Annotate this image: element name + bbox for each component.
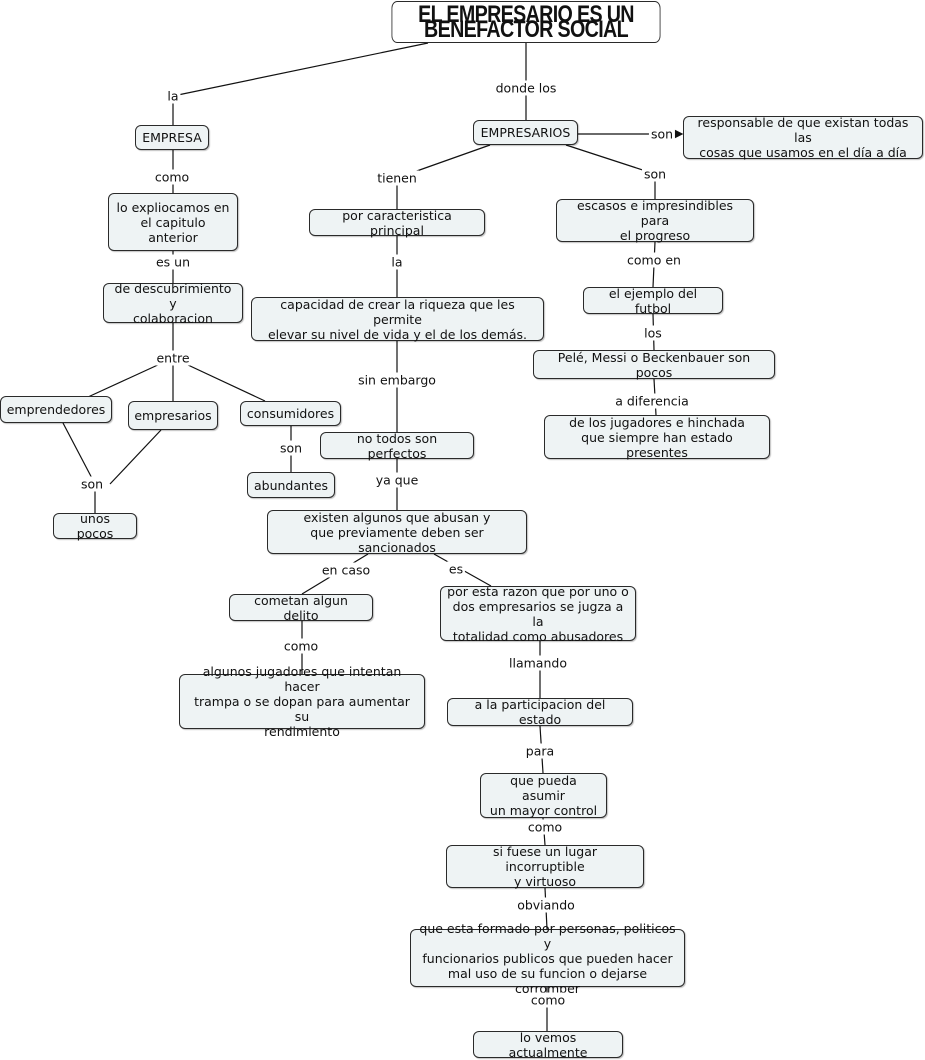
node-abundantes: abundantes	[247, 472, 335, 498]
link-line	[172, 42, 429, 97]
node-trampa: algunos jugadores que intentan hacer tra…	[179, 664, 425, 739]
node-consumidores: consumidores	[240, 401, 341, 426]
link-label-a-diferencia: a diferencia	[613, 393, 691, 409]
link-label-es-un: es un	[153, 254, 193, 270]
node-actualmente: lo vemos actualmente	[473, 1030, 623, 1060]
node-no-perfectos: no todos son perfectos	[320, 431, 474, 461]
node-delito: cometan algun delito	[229, 593, 373, 623]
link-line	[565, 144, 656, 175]
node-incorruptible: si fuese un lugar incorruptible y virtuo…	[446, 844, 644, 889]
link-label-son: son	[277, 440, 305, 456]
link-line	[109, 429, 162, 485]
node-unos-pocos: unos pocos	[53, 511, 137, 541]
node-razon: por esta razon que por uno o dos empresa…	[440, 584, 636, 644]
node-escasos: escasos e impresindibles para el progres…	[556, 198, 754, 243]
link-label-ya-que: ya que	[373, 472, 421, 488]
node-participacion: a la participacion del estado	[447, 697, 633, 727]
link-label-es: es	[446, 561, 466, 577]
link-label-son: son	[641, 166, 669, 182]
node-empresa: EMPRESA	[135, 125, 209, 150]
link-label-son: son	[78, 476, 106, 492]
node-caracteristica: por caracteristica principal	[309, 208, 485, 238]
node-futbol: el ejemplo del futbol	[583, 286, 723, 316]
link-label-entre: entre	[154, 350, 192, 366]
node-descubrimiento: de descubrimiento y colaboracion	[103, 281, 243, 326]
link-label-obviando: obviando	[515, 897, 577, 913]
link-label-sin-embargo: sin embargo	[356, 372, 438, 388]
link-label-como: como	[152, 169, 192, 185]
link-label-son: son	[648, 126, 676, 142]
link-label-llamando: llamando	[507, 655, 569, 671]
link-label-como-en: como en	[625, 252, 683, 268]
link-label-como: como	[281, 638, 321, 654]
link-label-la: la	[389, 254, 405, 270]
link-label-tienen: tienen	[375, 170, 419, 186]
node-control: que pueda asumir un mayor control	[480, 773, 607, 818]
link-label-donde-los: donde los	[493, 80, 559, 96]
node-formado: que esta formado por personas, politicos…	[410, 921, 685, 996]
link-label-como: como	[528, 992, 568, 1008]
node-pele: Pelé, Messi o Beckenbauer son pocos	[533, 350, 775, 380]
link-label-los: los	[642, 325, 664, 341]
node-jugadores-hinchada: de los jugadores e hinchada que siempre …	[544, 415, 770, 460]
node-empresarios: EMPRESARIOS	[473, 120, 578, 145]
link-line	[62, 422, 96, 485]
link-label-la: la	[165, 88, 181, 104]
link-label-en-caso: en caso	[319, 562, 373, 578]
node-empresarios-small: empresarios	[128, 401, 218, 430]
node-abusan: existen algunos que abusan y que previam…	[267, 510, 527, 555]
node-capacidad: capacidad de crear la riqueza que les pe…	[251, 297, 544, 342]
link-label-para: para	[523, 743, 557, 759]
node-responsable: responsable de que existan todas las cos…	[683, 115, 923, 160]
map-title: EL EMPRESARIO ES UN BENEFACTOR SOCIAL	[391, 1, 661, 43]
node-lo-explicamos: lo expliocamos en el capitulo anterior	[108, 193, 238, 251]
link-label-como: como	[525, 819, 565, 835]
node-emprendedores: emprendedores	[0, 396, 112, 423]
